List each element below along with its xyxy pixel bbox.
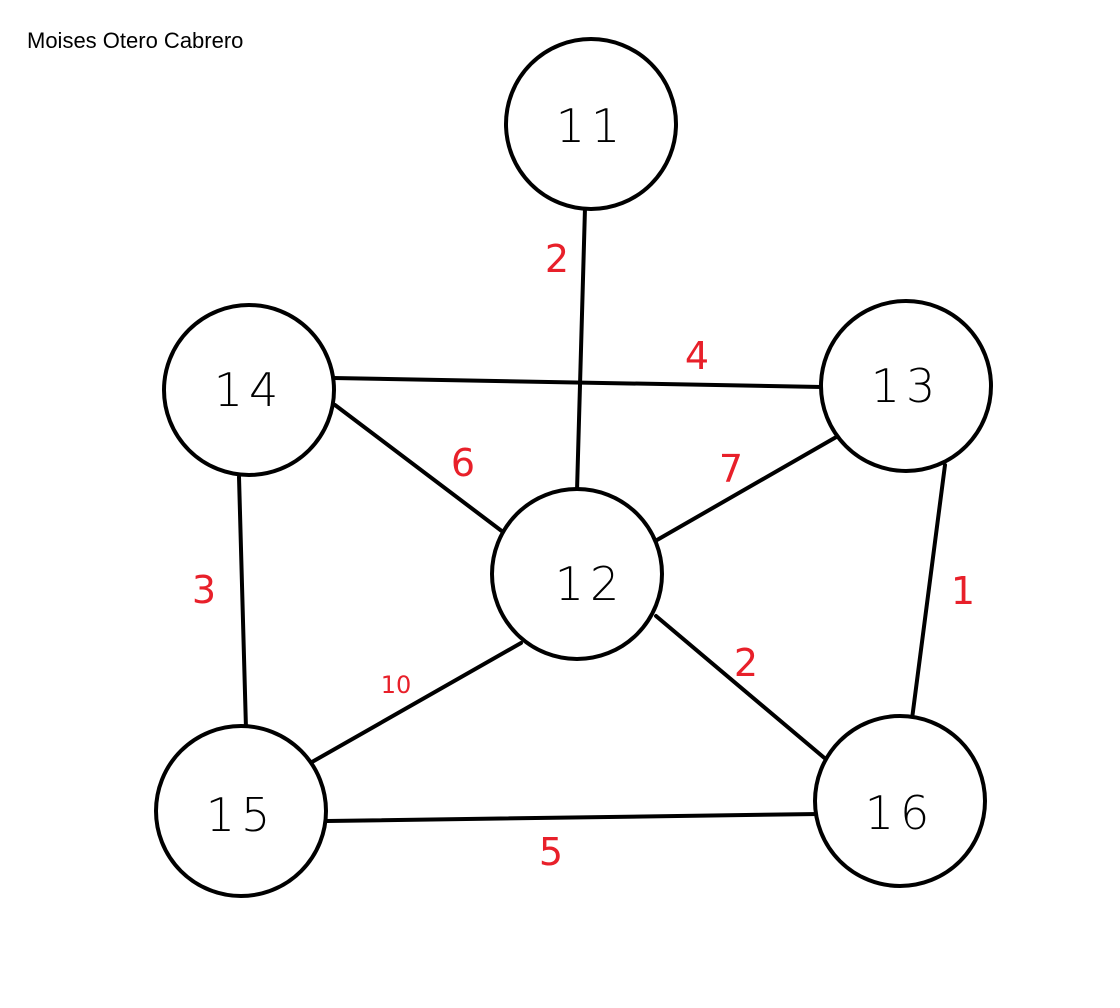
- node-16-circle: [813, 714, 987, 888]
- edge-weights: 2 4 6 7 3 1 10 2 5: [192, 237, 975, 874]
- weight-13-12: 7: [719, 447, 743, 491]
- node-13-label: 13: [871, 359, 942, 413]
- node-16: 16: [813, 714, 987, 888]
- edge-13-16: [910, 463, 947, 721]
- weight-15-16: 5: [539, 830, 563, 874]
- weight-13-16: 1: [951, 569, 975, 613]
- node-14-label: 14: [214, 363, 285, 417]
- edge-14-13: [331, 376, 824, 389]
- edge-13-12: [655, 434, 840, 542]
- node-13: 13: [819, 299, 993, 473]
- node-11-label: 11: [556, 99, 627, 153]
- weight-14-12: 6: [451, 441, 475, 485]
- edge-12-15: [310, 641, 523, 764]
- node-12: 12: [490, 487, 664, 661]
- author-name: Moises Otero Cabrero: [27, 28, 244, 53]
- edge-14-15: [237, 475, 248, 731]
- node-12-label: 12: [555, 557, 626, 611]
- node-12-circle: [490, 487, 664, 661]
- edge-11-12: [575, 206, 587, 493]
- edge-15-16: [325, 812, 821, 823]
- nodes: 11 14 13 12 15 16: [154, 37, 993, 898]
- node-15-label: 15: [206, 788, 277, 842]
- node-14-circle: [162, 303, 336, 477]
- edge-14-12: [333, 403, 505, 534]
- weight-14-15: 3: [192, 568, 216, 612]
- node-15: 15: [154, 724, 328, 898]
- node-11-circle: [504, 37, 678, 211]
- edge-12-16: [654, 614, 830, 763]
- weight-12-15: 10: [381, 671, 412, 699]
- node-16-label: 16: [865, 786, 936, 840]
- weight-11-12: 2: [545, 237, 569, 281]
- node-11: 11: [504, 37, 678, 211]
- weight-12-16: 2: [734, 641, 758, 685]
- node-14: 14: [162, 303, 336, 477]
- weight-14-13: 4: [685, 334, 709, 378]
- edges: [237, 206, 947, 823]
- node-13-circle: [819, 299, 993, 473]
- node-15-circle: [154, 724, 328, 898]
